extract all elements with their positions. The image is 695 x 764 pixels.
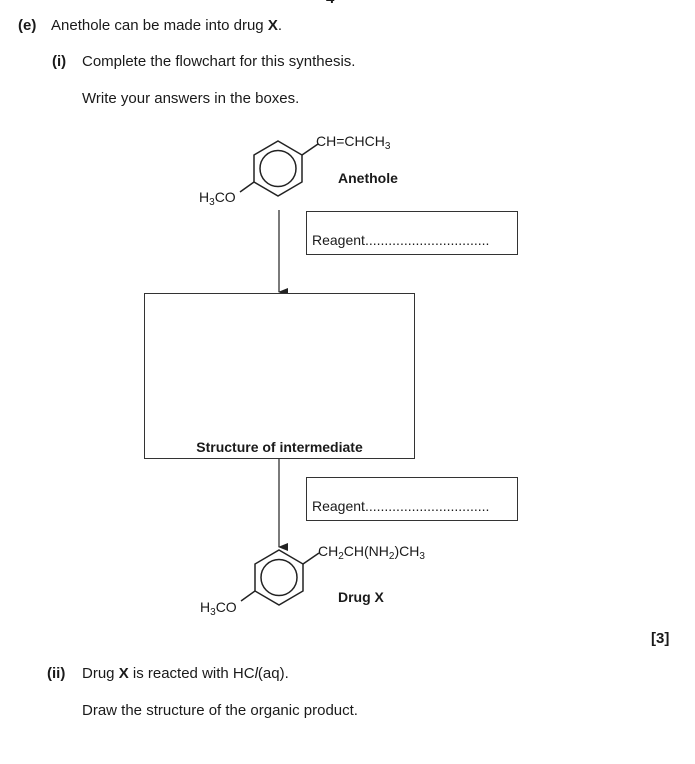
drug-x-name: Drug X bbox=[338, 589, 384, 605]
part-ii-label: (ii) bbox=[47, 665, 66, 682]
drug-x-side-chain: CH2CH(NH2)CH3 bbox=[318, 543, 425, 562]
part-i-instruction: Complete the flowchart for this synthesi… bbox=[82, 53, 356, 70]
reagent-1-field[interactable]: Reagent................................ bbox=[312, 232, 489, 248]
reagent-2-field[interactable]: Reagent................................ bbox=[312, 498, 489, 514]
drug-x-methoxy-group: H3CO bbox=[200, 599, 237, 618]
part-i-label: (i) bbox=[52, 53, 67, 70]
intermediate-structure-box[interactable]: Structure of intermediate bbox=[144, 293, 415, 459]
intermediate-label: Structure of intermediate bbox=[196, 439, 363, 455]
part-e-text: Anethole can be made into drug bbox=[51, 17, 268, 34]
drug-x-bold: X bbox=[118, 665, 129, 682]
part-i-sub-instruction: Write your answers in the boxes. bbox=[82, 90, 300, 107]
marks-allocation: [3] bbox=[651, 630, 670, 647]
part-ii-instruction: Draw the structure of the organic produc… bbox=[82, 702, 358, 719]
page-number: 4 bbox=[326, 0, 334, 7]
part-ii-question: Drug X is reacted with HCl(aq). bbox=[82, 665, 289, 682]
anethole-benzene-ring bbox=[239, 140, 319, 197]
drug-x-bold: X bbox=[267, 17, 278, 34]
drug-x-benzene-ring bbox=[240, 549, 320, 606]
part-e-label: (e) bbox=[18, 17, 37, 34]
reagent-1-label: Reagent bbox=[312, 232, 365, 248]
anethole-methoxy-group: H3CO bbox=[199, 189, 236, 208]
reagent-1-answer-line[interactable]: ................................ bbox=[364, 232, 490, 248]
bond-to-methoxy bbox=[240, 590, 256, 602]
bond-to-side-chain bbox=[302, 552, 320, 565]
reagent-2-answer-line[interactable]: ................................ bbox=[364, 498, 490, 514]
part-e-period: . bbox=[277, 17, 283, 34]
anethole-name: Anethole bbox=[338, 170, 398, 186]
reagent-2-label: Reagent bbox=[312, 498, 365, 514]
reagent-2-box[interactable]: Reagent................................ bbox=[306, 477, 518, 521]
bond-to-propenyl bbox=[301, 143, 319, 156]
reagent-1-box[interactable]: Reagent................................ bbox=[306, 211, 518, 255]
bond-to-methoxy bbox=[239, 181, 255, 193]
part-e-question: Anethole can be made into drug X. bbox=[51, 17, 282, 34]
anethole-propenyl-group: CH=CHCH3 bbox=[316, 133, 391, 152]
